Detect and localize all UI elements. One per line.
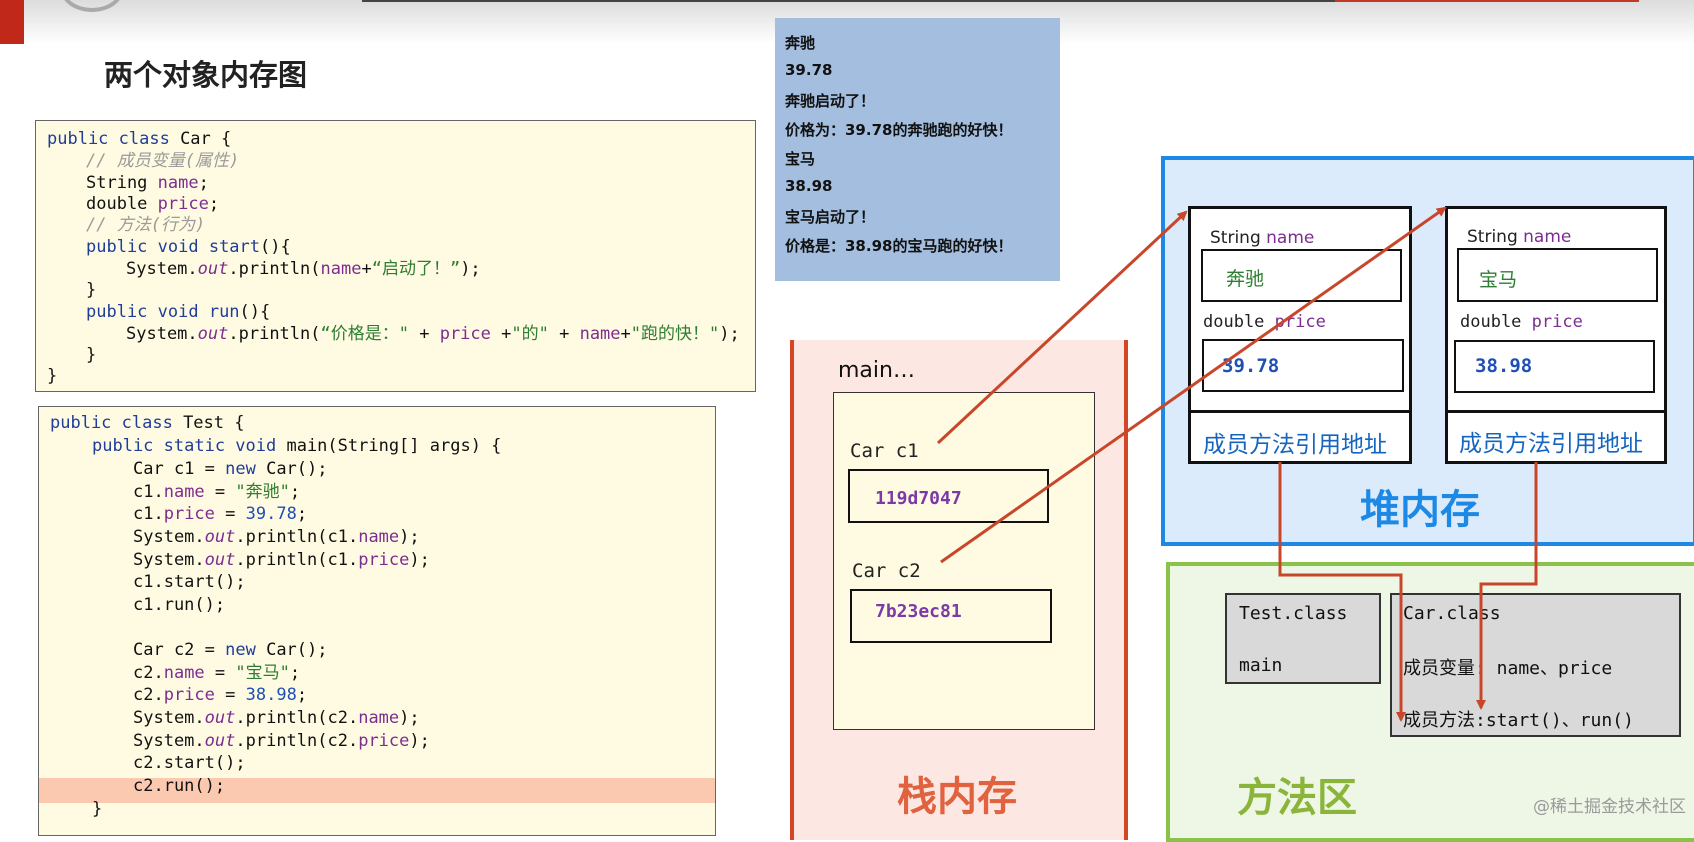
price-value-box [1454,340,1655,393]
code-comment: // 方法(行为) [86,215,206,235]
c2-address-box [850,589,1052,643]
price-value: 38.98 [1475,355,1533,377]
code-line: c2.start(); [133,753,246,773]
slide-marker [0,0,24,44]
reference-arrows [936,206,1538,722]
c1-address: 119d7047 [875,488,962,509]
code-line: System.out.println(c1.price); [133,550,430,570]
code-line: System.out.println(c2.price); [133,731,430,751]
code-line: public static void main(String[] args) { [92,436,502,456]
console-output: 奔驰 39.78 奔驰启动了！ 价格为：39.78的奔驰跑的好快！ 宝马 38.… [775,18,1060,281]
car-class-fields: 成员变量: name、price [1403,658,1613,679]
main-stack-frame [833,392,1095,730]
code-line: Car c1 = new Car(); [133,459,328,479]
code-line: c1.start(); [133,572,246,592]
test-class-code: public class Test { public static void m… [38,406,716,836]
watermark: @稀土掘金技术社区 [1533,797,1686,817]
output-line: 价格是：38.98的宝马跑的好快！ [785,237,1013,255]
code-line: c1.run(); [133,595,226,615]
output-line: 39.78 [785,61,833,79]
stack-memory-title: 栈内存 [897,774,1017,820]
name-value: 宝马 [1479,269,1518,291]
method-reference-address: 成员方法引用地址 [1459,431,1643,457]
method-reference-address: 成员方法引用地址 [1203,432,1387,458]
code-line: System.out.println(“价格是：" + price +"的" +… [126,324,740,344]
c2-address: 7b23ec81 [875,601,962,622]
output-line: 奔驰 [785,34,816,52]
c1-address-box [848,469,1049,523]
car-class-methods: 成员方法:start()、run() [1403,710,1634,731]
bmw-methods-to-car-class-arrow [1476,462,1538,710]
code-line: } [47,366,58,386]
method-area-title: 方法区 [1237,775,1357,821]
name-value-box [1201,249,1402,302]
output-line: 38.98 [785,177,833,195]
car-class-code: public class Car { // 成员变量(属性) String na… [35,120,756,392]
slide-title: 两个对象内存图 [104,58,308,92]
code-line: System.out.println(c2.name); [133,708,420,728]
heap-memory-title: 堆内存 [1360,487,1480,533]
test-class-name: Test.class [1239,603,1348,624]
code-line: String name; [86,173,209,193]
header-rule-accent [1335,0,1639,2]
field-name-label: String name [1210,228,1315,248]
output-line: 宝马启动了！ [785,208,876,226]
code-line: public class Car { [47,129,232,149]
price-value-box [1202,339,1404,392]
test-class-member: main [1239,655,1283,676]
c1-to-benz-arrow [936,210,1188,445]
code-line: System.out.println(name+“启动了！”); [126,259,481,279]
code-line: System.out.println(c1.name); [133,527,420,547]
var-c2-label: Car c2 [852,560,921,582]
name-value-box [1457,248,1658,302]
code-line: public void run(){ [86,302,271,322]
object-divider [1191,410,1409,413]
current-line-highlight [39,778,715,803]
benz-methods-to-car-class-arrow [1278,462,1406,722]
code-comment: // 成员变量(属性) [86,151,240,171]
code-line: c2.name = "宝马"; [133,663,301,683]
car-class-name: Car.class [1403,603,1501,624]
code-line: public void start(){ [86,237,291,257]
header-rule [362,0,1638,2]
code-line: } [86,345,97,365]
test-class-box [1225,593,1381,684]
code-line: } [92,799,103,819]
car-class-box [1390,593,1681,737]
code-line: c2.price = 38.98; [133,685,308,705]
field-name-label: String name [1467,227,1572,247]
object-divider [1448,410,1664,413]
code-line: c2.run(); [133,776,226,796]
code-line: c1.name = "奔驰"; [133,482,301,502]
var-c1-label: Car c1 [850,440,919,462]
output-line: 奔驰启动了！ [785,92,876,110]
price-value: 39.78 [1222,355,1280,377]
output-line: 宝马 [785,150,816,168]
code-line: Car c2 = new Car(); [133,640,328,660]
name-value: 奔驰 [1226,268,1265,290]
field-price-label: double price [1460,312,1583,332]
code-line: } [86,280,97,300]
code-line: c1.price = 39.78; [133,504,308,524]
c2-to-bmw-arrow [940,206,1447,564]
code-line: public class Test { [50,413,245,433]
output-line: 价格为：39.78的奔驰跑的好快！ [785,121,1013,139]
code-line: double price; [86,194,220,214]
main-frame-label: main… [838,358,915,383]
